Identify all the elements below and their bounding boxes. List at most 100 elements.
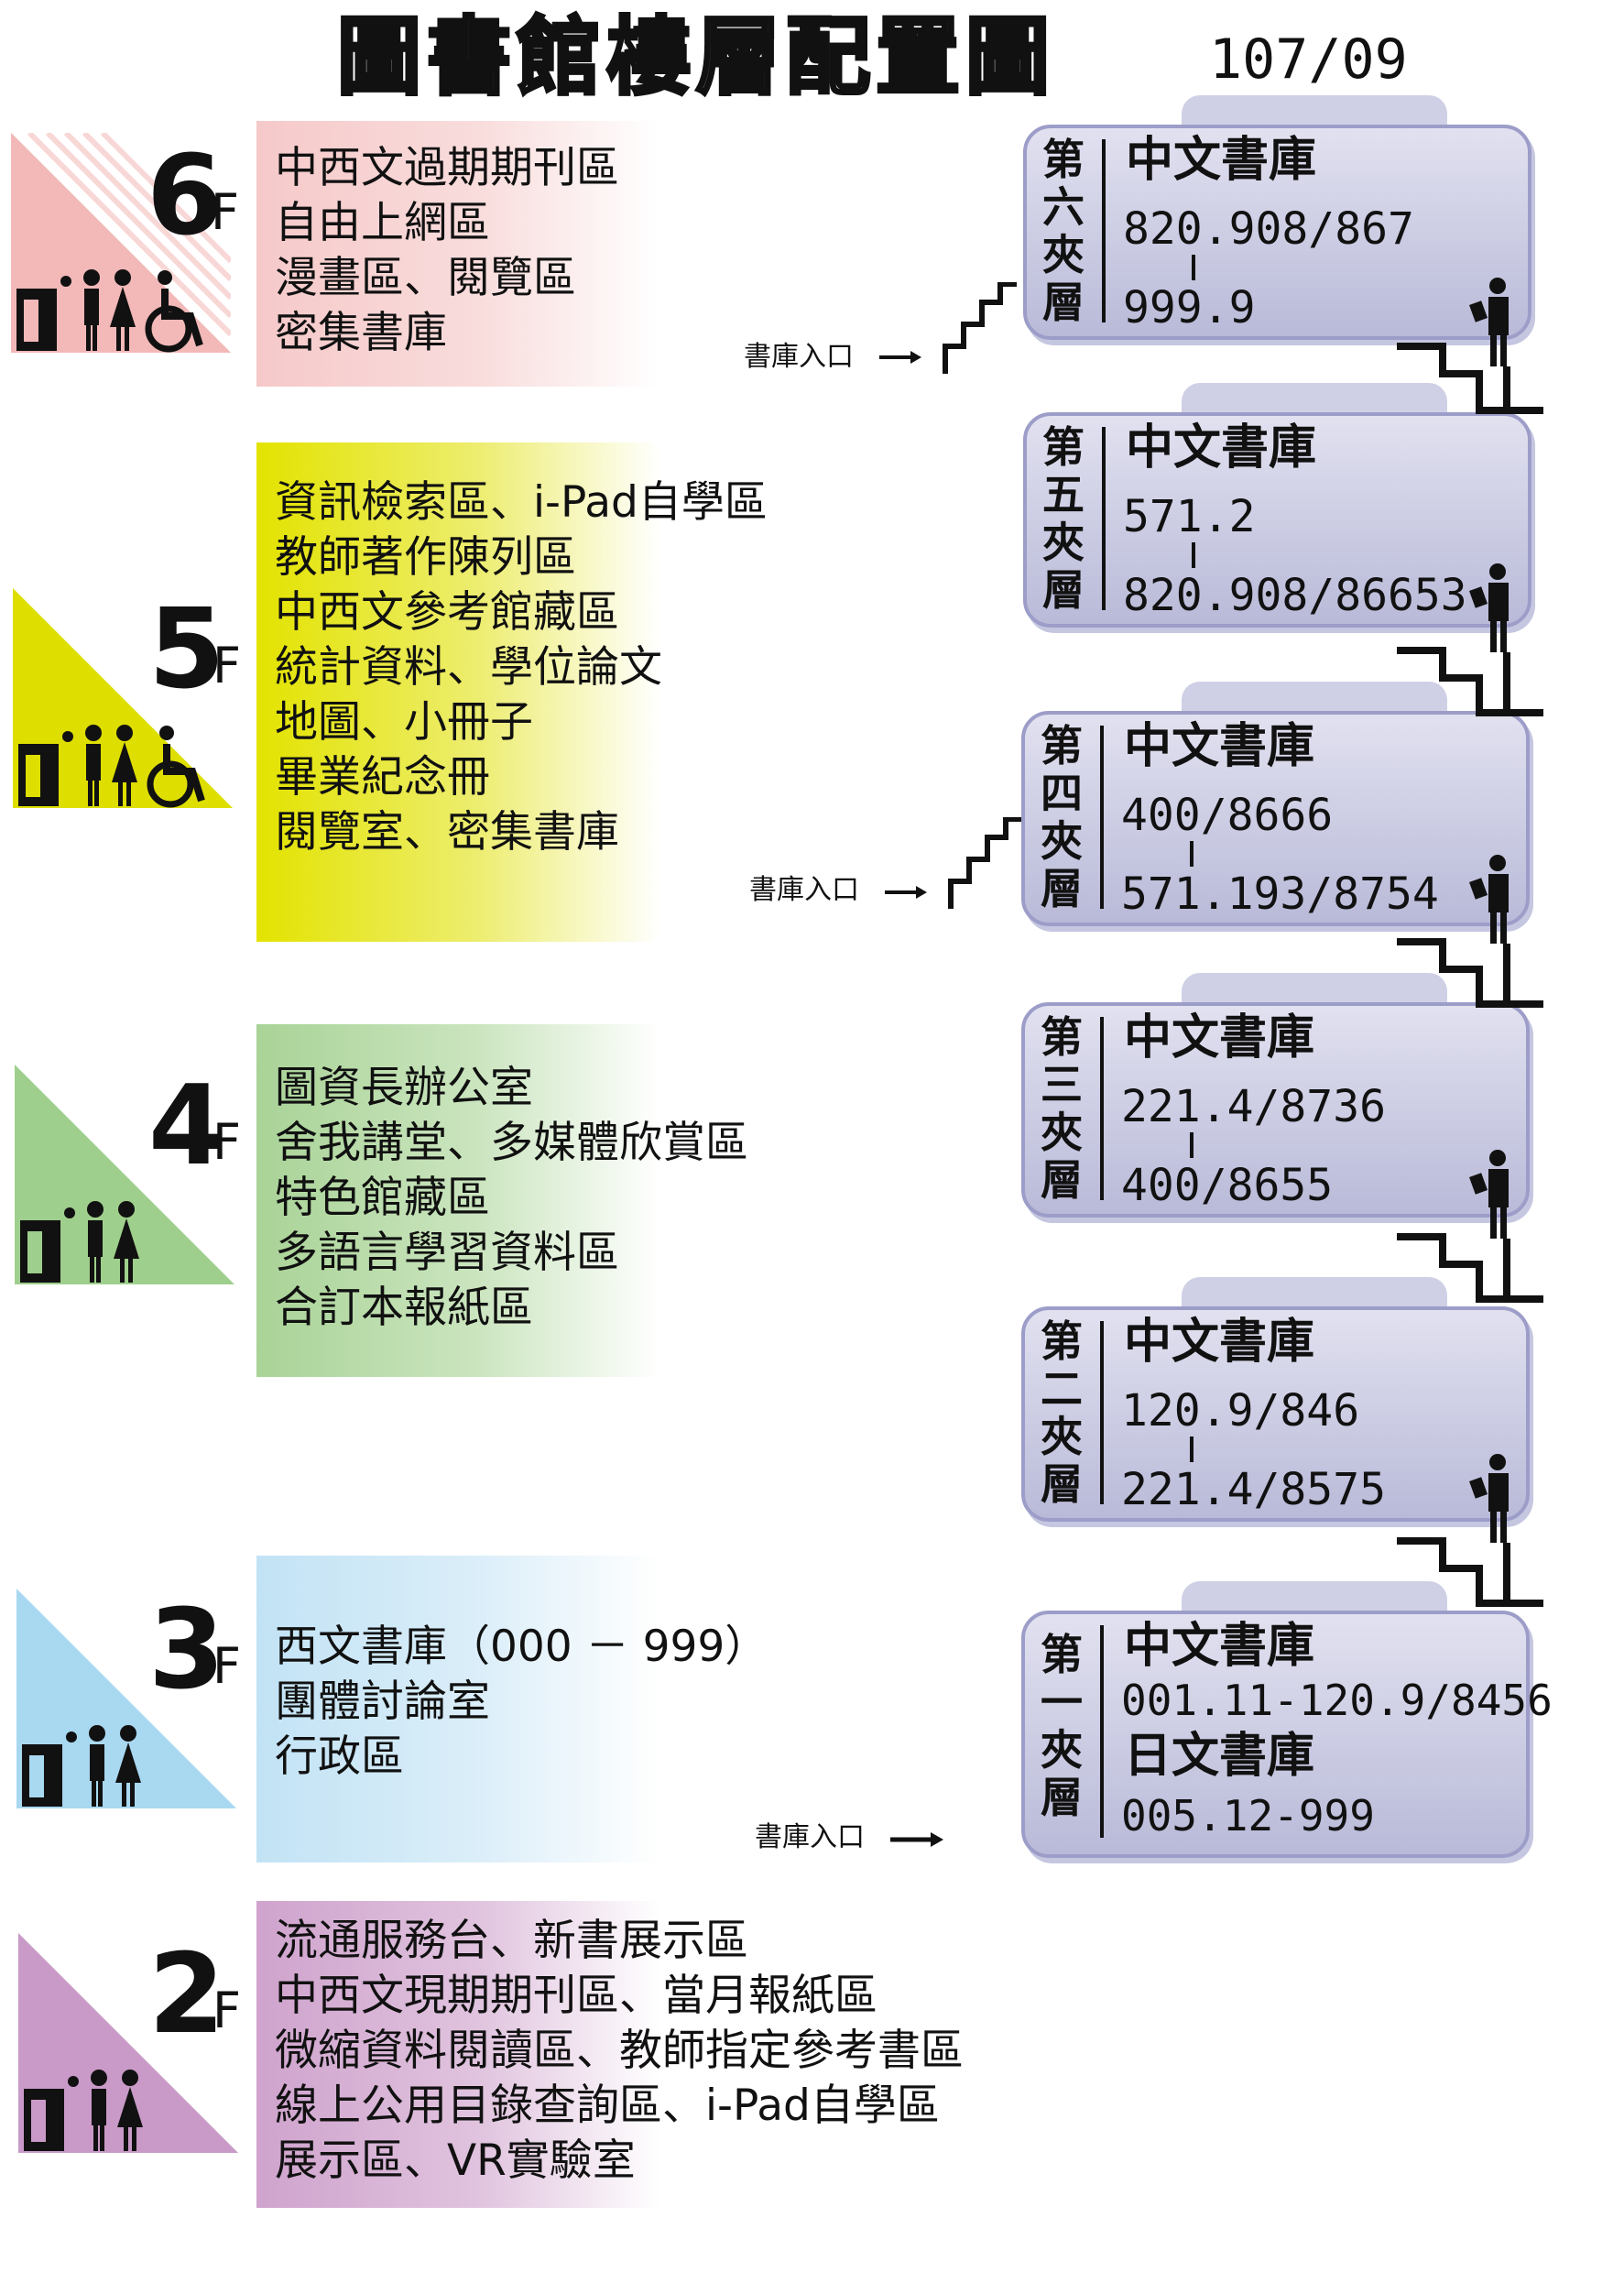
floor-5f-line: 閱覽室、密集書庫	[275, 807, 619, 857]
stairs-person-icon	[1397, 278, 1543, 414]
floor-5f-line: 畢業紀念冊	[275, 752, 490, 803]
floor-number-4f: 4	[148, 1063, 225, 1190]
call-number-range: 001.11-120.9/8456	[1121, 1676, 1553, 1725]
mezzanine-title: 中文書庫	[1126, 421, 1317, 475]
floor-band-2f: 流通服務台、新書展示區 中西文現期期刊區、當月報紙區 微縮資料閱讀區、教師指定參…	[256, 1901, 964, 2208]
floor-6f-line: 漫畫區、閱覽區	[275, 253, 576, 303]
restroom-accessible-icon	[18, 725, 205, 808]
floor-suffix: F	[213, 1637, 242, 1695]
call-number-to: 400/8655	[1121, 1160, 1334, 1211]
floor-icon-4f: 4 F	[15, 1063, 241, 1284]
floor-band-3f: 西文書庫（000 － 999） 團體討論室 行政區	[256, 1556, 768, 1862]
mezzanine-title: 日文書庫	[1124, 1729, 1315, 1784]
stair-arrow-icon	[879, 282, 1017, 374]
floor-6f-line: 密集書庫	[275, 308, 447, 358]
mezzanine-title: 中文書庫	[1124, 1315, 1315, 1370]
floor-6f-line: 中西文過期期刊區	[275, 143, 619, 193]
floor-2f-line: 線上公用目錄查詢區、i-Pad自學區	[275, 2081, 940, 2131]
floor-suffix: F	[213, 1982, 242, 2039]
stairs-person-icon	[1397, 1150, 1543, 1303]
floor-suffix: F	[213, 637, 242, 694]
mezzanine-label: 第 四 夾 層	[1041, 721, 1083, 913]
floor-5f-lines: 資訊檢索區、i-Pad自學區 教師著作陳列區 中西文參考館藏區 統計資料、學位論…	[275, 475, 768, 860]
call-number-to: 999.9	[1123, 282, 1256, 333]
floor-4f-line: 舍我講堂、多媒體欣賞區	[275, 1118, 748, 1168]
mezzanine-label: 第 六 夾 層	[1042, 135, 1084, 327]
floor-5f-line: 資訊檢索區、i-Pad自學區	[275, 477, 768, 528]
mezzanine-2: 第 二 夾 層 中文書庫 120.9/846 221.4/8575	[1021, 1306, 1530, 1522]
call-number-from: 120.9/846	[1121, 1385, 1360, 1436]
mezzanine-tab	[1182, 1581, 1447, 1611]
mezzanine-label: 第 五 夾 層	[1042, 422, 1084, 615]
floor-band-5f: 資訊檢索區、i-Pad自學區 教師著作陳列區 中西文參考館藏區 統計資料、學位論…	[256, 442, 768, 942]
floor-5f-line: 地圖、小冊子	[275, 697, 533, 748]
floor-band-6f: 中西文過期期刊區 自由上網區 漫畫區、閱覽區 密集書庫	[256, 121, 659, 387]
floor-6f-line: 自由上網區	[275, 198, 490, 248]
floor-4f-lines: 圖資長辦公室 舍我講堂、多媒體欣賞區 特色館藏區 多語言學習資料區 合訂本報紙區	[275, 1061, 748, 1336]
floor-5f-line: 教師著作陳列區	[275, 532, 576, 583]
mezzanine-label: 第 二 夾 層	[1041, 1316, 1083, 1509]
call-number-from: 400/8666	[1121, 790, 1334, 841]
floor-icon-6f: 6 F	[11, 130, 239, 353]
arrow-right-icon	[890, 1832, 943, 1847]
date-label: 107/09	[1209, 27, 1408, 92]
mezzanine-tab	[1182, 682, 1447, 711]
stack-entrance-label: 書庫入口	[744, 341, 854, 373]
call-number-range: 005.12-999	[1121, 1791, 1375, 1841]
floor-4f-line: 合訂本報紙區	[275, 1283, 533, 1333]
stack-entrance-label: 書庫入口	[755, 1821, 865, 1853]
floor-suffix: F	[211, 183, 240, 241]
call-number-to: 221.4/8575	[1121, 1464, 1386, 1515]
floor-2f-line: 流通服務台、新書展示區	[275, 1916, 748, 1966]
restroom-icon	[24, 2070, 143, 2151]
restroom-icon	[20, 1201, 139, 1283]
call-number-from: 571.2	[1123, 491, 1256, 542]
stair-arrow-icon	[885, 817, 1022, 909]
floor-2f-lines: 流通服務台、新書展示區 中西文現期期刊區、當月報紙區 微縮資料閱讀區、教師指定參…	[275, 1914, 964, 2189]
mezzanine-label: 第 三 夾 層	[1041, 1012, 1083, 1205]
floor-3f-line: 西文書庫（000 － 999）	[275, 1622, 768, 1672]
stairs-person-icon	[1397, 563, 1543, 716]
floor-icon-5f: 5 F	[13, 586, 241, 808]
floor-suffix: F	[213, 1113, 242, 1171]
floor-number-6f: 6	[147, 133, 223, 260]
mezzanine-tab	[1182, 1277, 1447, 1306]
floor-number-3f: 3	[148, 1587, 225, 1714]
mezzanine-tab	[1182, 383, 1447, 412]
floor-number-5f: 5	[148, 586, 225, 714]
mezzanine-title: 中文書庫	[1124, 719, 1315, 774]
floor-2f-line: 展示區、VR實驗室	[275, 2135, 636, 2186]
stairs-person-icon	[1397, 855, 1543, 1008]
floor-icon-2f: 2 F	[18, 1931, 242, 2153]
floor-3f-lines: 西文書庫（000 － 999） 團體討論室 行政區	[275, 1620, 768, 1785]
floor-band-4f: 圖資長辦公室 舍我講堂、多媒體欣賞區 特色館藏區 多語言學習資料區 合訂本報紙區	[256, 1024, 748, 1377]
floor-3f-line: 團體討論室	[275, 1677, 490, 1727]
floor-4f-line: 特色館藏區	[275, 1173, 490, 1223]
mezzanine-label: 第 一 夾 層	[1041, 1630, 1083, 1822]
mezzanine-title: 中文書庫	[1124, 1619, 1315, 1674]
mezzanine-6: 第 六 夾 層 中文書庫 820.908/867 999.9	[1023, 125, 1531, 340]
call-number-from: 820.908/867	[1123, 203, 1414, 255]
floor-icon-3f: 3 F	[16, 1587, 241, 1808]
mezzanine-4: 第 四 夾 層 中文書庫 400/8666 571.193/8754	[1021, 711, 1530, 926]
mezzanine-1: 第 一 夾 層 中文書庫 001.11-120.9/8456 日文書庫 005.…	[1021, 1611, 1553, 1858]
floor-2f-line: 中西文現期期刊區、當月報紙區	[275, 1971, 877, 2021]
floor-5f-line: 中西文參考館藏區	[275, 587, 619, 638]
floor-2f-line: 微縮資料閱讀區、教師指定參考書區	[275, 2026, 964, 2076]
call-number-to: 820.908/86653	[1123, 570, 1467, 621]
floor-3f-line: 行政區	[275, 1731, 404, 1782]
restroom-icon	[22, 1725, 141, 1807]
floor-6f-lines: 中西文過期期刊區 自由上網區 漫畫區、閱覽區 密集書庫	[275, 141, 619, 361]
floor-4f-line: 圖資長辦公室	[275, 1063, 533, 1113]
restroom-accessible-icon	[16, 269, 203, 353]
floor-4f-line: 多語言學習資料區	[275, 1228, 619, 1278]
floor-number-2f: 2	[148, 1931, 225, 2059]
stairs-person-icon	[1397, 1454, 1543, 1607]
stack-entrance-label: 書庫入口	[749, 874, 859, 906]
mezzanine-tab	[1182, 95, 1447, 125]
mezzanine-title: 中文書庫	[1124, 1010, 1315, 1065]
mezzanine-3: 第 三 夾 層 中文書庫 221.4/8736 400/8655	[1021, 1002, 1530, 1218]
mezzanine-tab	[1182, 973, 1447, 1002]
call-number-to: 571.193/8754	[1121, 868, 1439, 920]
floor-5f-line: 統計資料、學位論文	[275, 642, 662, 693]
